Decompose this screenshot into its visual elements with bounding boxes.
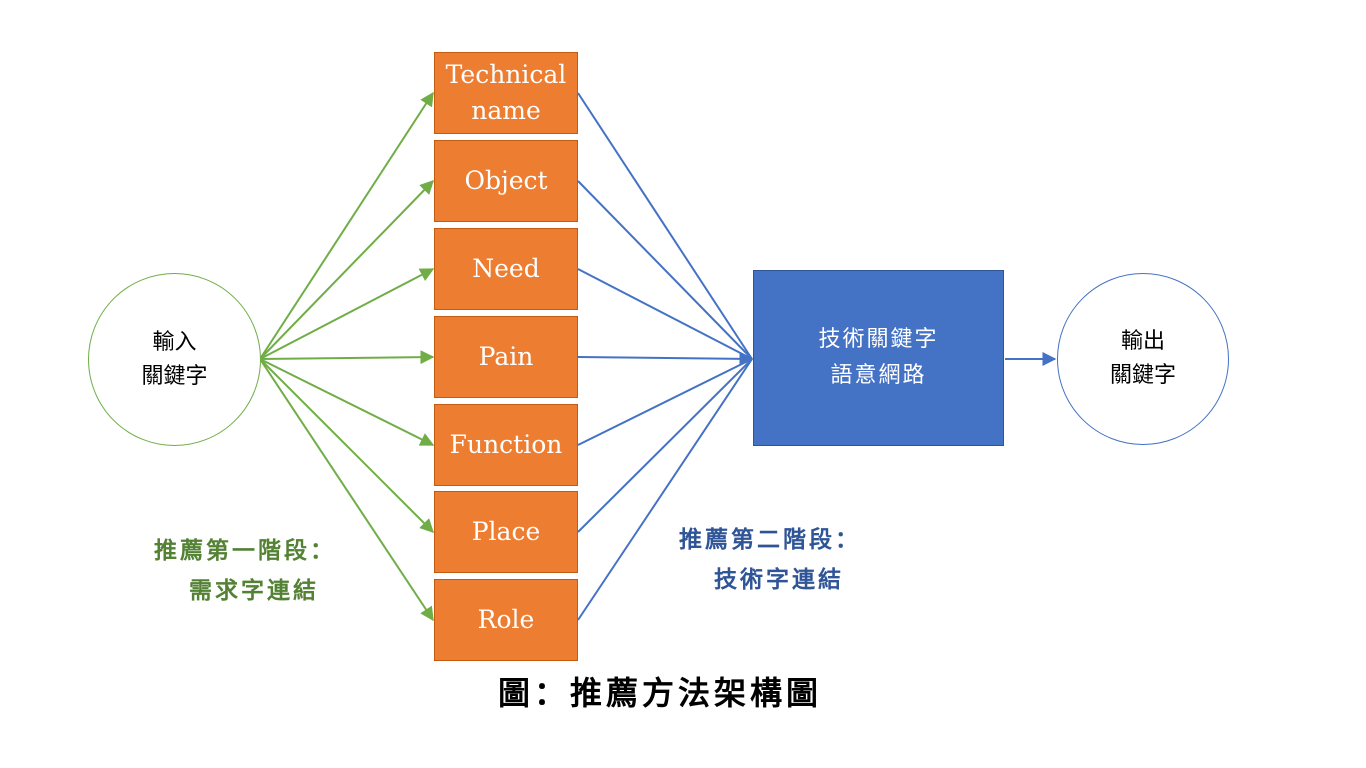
stage2-label: 推薦第二階段： 技術字連結	[679, 520, 861, 600]
output-node-line2: 關鍵字	[1109, 363, 1176, 388]
input-keyword-node: 輸入 關鍵字	[88, 273, 261, 446]
category-technical-name: Technical name	[434, 52, 578, 134]
input-node-line1: 輸入	[152, 329, 197, 355]
stage2-line2: 技術字連結	[714, 567, 844, 593]
category-object: Object	[434, 140, 578, 222]
category-need: Need	[434, 228, 578, 310]
edge-function-to-network	[577, 358, 753, 446]
edge-input-to-technical-name	[259, 91, 434, 360]
edge-input-to-need	[259, 268, 435, 360]
semantic-network-node: 技術關鍵字 語意網路	[753, 270, 1004, 446]
stage1-line2: 需求字連結	[189, 578, 319, 604]
edge-object-to-network	[577, 180, 753, 360]
category-function: Function	[434, 404, 578, 486]
edge-input-to-role	[259, 358, 434, 622]
category-place: Place	[434, 491, 578, 573]
edge-input-to-pain	[259, 350, 435, 365]
edge-input-to-place	[259, 358, 434, 533]
category-pain: Pain	[434, 316, 578, 398]
stage1-line1: 推薦第一階段：	[154, 538, 336, 564]
edge-input-to-function	[259, 358, 435, 446]
edge-role-to-network	[577, 358, 753, 621]
output-keyword-node: 輸出 關鍵字	[1057, 273, 1229, 445]
input-node-line2: 關鍵字	[141, 363, 208, 389]
edge-place-to-network	[577, 358, 753, 533]
category-role: Role	[434, 579, 578, 661]
network-node-line1: 技術關鍵字	[818, 327, 939, 352]
figure-caption: 圖：推薦方法架構圖	[497, 674, 822, 712]
stage1-label: 推薦第一階段： 需求字連結	[154, 531, 336, 611]
network-node-line2: 語意網路	[830, 363, 927, 388]
stage2-line1: 推薦第二階段：	[679, 527, 861, 553]
output-node-line1: 輸出	[1120, 329, 1165, 354]
edge-need-to-network	[577, 268, 753, 360]
edge-technical-name-to-network	[577, 92, 753, 360]
edge-input-to-object	[259, 179, 434, 360]
edge-pain-to-network	[577, 351, 754, 366]
